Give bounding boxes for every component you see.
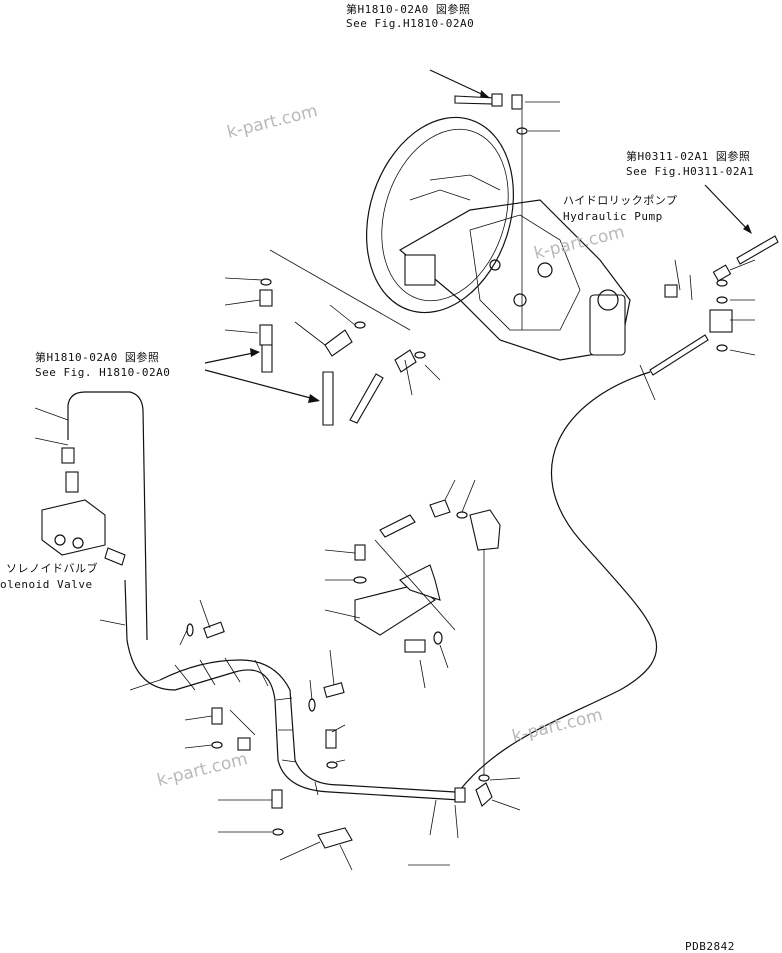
left-reference-ja: 第H1810-02A0 図参照 xyxy=(35,351,160,364)
left-pump-fittings xyxy=(224,249,441,426)
pump-label-en: Hydraulic Pump xyxy=(563,210,663,223)
solenoid-valve-drawing xyxy=(41,447,126,566)
left-reference-arrows xyxy=(204,348,320,403)
valve-label-en: olenoid Valve xyxy=(0,578,93,591)
top-reference-en: See Fig.H1810-02A0 xyxy=(346,17,475,30)
left-reference-en: See Fig. H1810-02A0 xyxy=(35,366,171,379)
top-reference-ja: 第H1810-02A0 図参照 xyxy=(346,3,471,16)
right-reference-ja: 第H0311-02A1 図参照 xyxy=(626,150,751,163)
valve-label-ja: ソレノイドバルブ xyxy=(6,562,98,575)
right-fittings xyxy=(639,184,779,401)
right-reference-en: See Fig.H0311-02A1 xyxy=(626,165,755,178)
return-hose xyxy=(459,371,658,791)
left-hose-assembly xyxy=(67,391,493,807)
bracket-assembly xyxy=(34,407,521,871)
hydraulic-pump-drawing xyxy=(366,116,631,361)
pump-label-ja: ハイドロリックポンプ xyxy=(563,194,678,207)
top-fittings xyxy=(429,69,560,330)
drawing-code: PDB2842 xyxy=(685,940,735,953)
